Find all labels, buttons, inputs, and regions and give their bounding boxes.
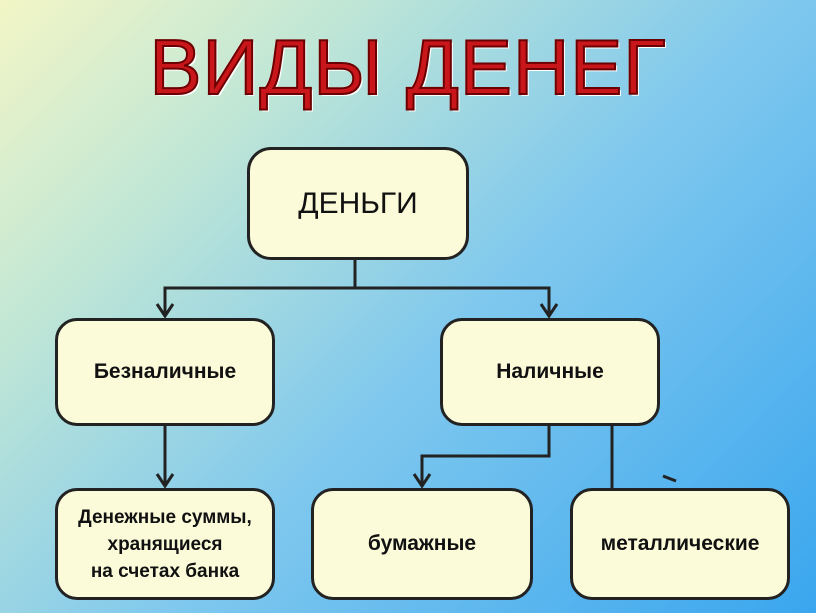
node-cash: Наличные [440,318,660,426]
node-cash-label: Наличные [496,360,604,383]
node-paper: бумажные [311,488,533,600]
node-noncash: Безналичные [55,318,275,426]
node-paper-label: бумажные [367,532,477,555]
arrowhead-paper [412,473,432,489]
edge-root-noncash [163,286,355,314]
node-bank-deposits-label: Денежные суммы, хранящиеся на счетах бан… [78,506,252,582]
arrowhead-cash [539,303,559,319]
node-metal: металлические [570,488,790,600]
edge-root-cash [355,286,551,314]
arrowhead-noncash [155,303,175,319]
node-bank-deposits: Денежные суммы, хранящиеся на счетах бан… [55,488,275,600]
node-money-label: ДЕНЬГИ [298,186,418,220]
arrowhead-deposits [155,473,175,489]
node-noncash-label: Безналичные [93,360,237,383]
edge-metal-tick [662,474,677,483]
diagram-title: ВИДЫ ДЕНЕГ [148,22,667,112]
edge-cash-paper [420,426,551,484]
node-metal-label: металлические [600,532,760,555]
node-money: ДЕНЬГИ [247,147,469,260]
